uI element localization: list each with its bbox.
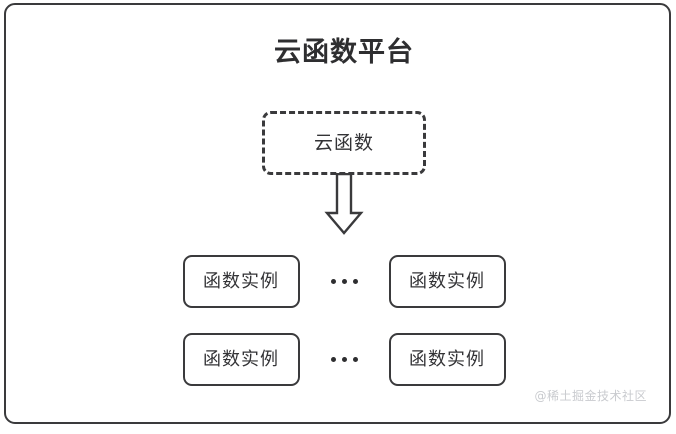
ellipsis-dot bbox=[330, 357, 336, 362]
watermark: @稀土掘金技术社区 bbox=[534, 389, 647, 403]
page-title: 云函数平台 bbox=[274, 37, 414, 68]
function-instance-label: 函数实例 bbox=[203, 348, 279, 370]
function-instance-row: 函数实例 函数实例 bbox=[6, 255, 676, 308]
function-instance-box: 函数实例 bbox=[388, 255, 506, 308]
function-instance-box: 函数实例 bbox=[182, 255, 300, 308]
ellipsis-dot bbox=[341, 279, 347, 284]
function-instance-label: 函数实例 bbox=[409, 270, 485, 292]
function-instance-box: 函数实例 bbox=[182, 333, 300, 386]
function-instance-label: 函数实例 bbox=[203, 270, 279, 292]
function-instance-label: 函数实例 bbox=[409, 348, 485, 370]
cloud-function-platform-frame: 云函数平台 云函数 函数实例 函数实例 bbox=[4, 3, 671, 424]
down-block-arrow-icon bbox=[324, 172, 364, 235]
ellipsis-icon bbox=[300, 255, 389, 308]
function-instance-box: 函数实例 bbox=[388, 333, 506, 386]
ellipsis-icon bbox=[300, 333, 389, 386]
ellipsis-dot bbox=[330, 279, 336, 284]
ellipsis-dot bbox=[352, 279, 358, 284]
cloud-function-node: 云函数 bbox=[262, 111, 426, 175]
ellipsis-dot bbox=[341, 357, 347, 362]
ellipsis-dot bbox=[352, 357, 358, 362]
cloud-function-node-label: 云函数 bbox=[313, 131, 374, 154]
function-instance-row: 函数实例 函数实例 bbox=[6, 333, 676, 386]
